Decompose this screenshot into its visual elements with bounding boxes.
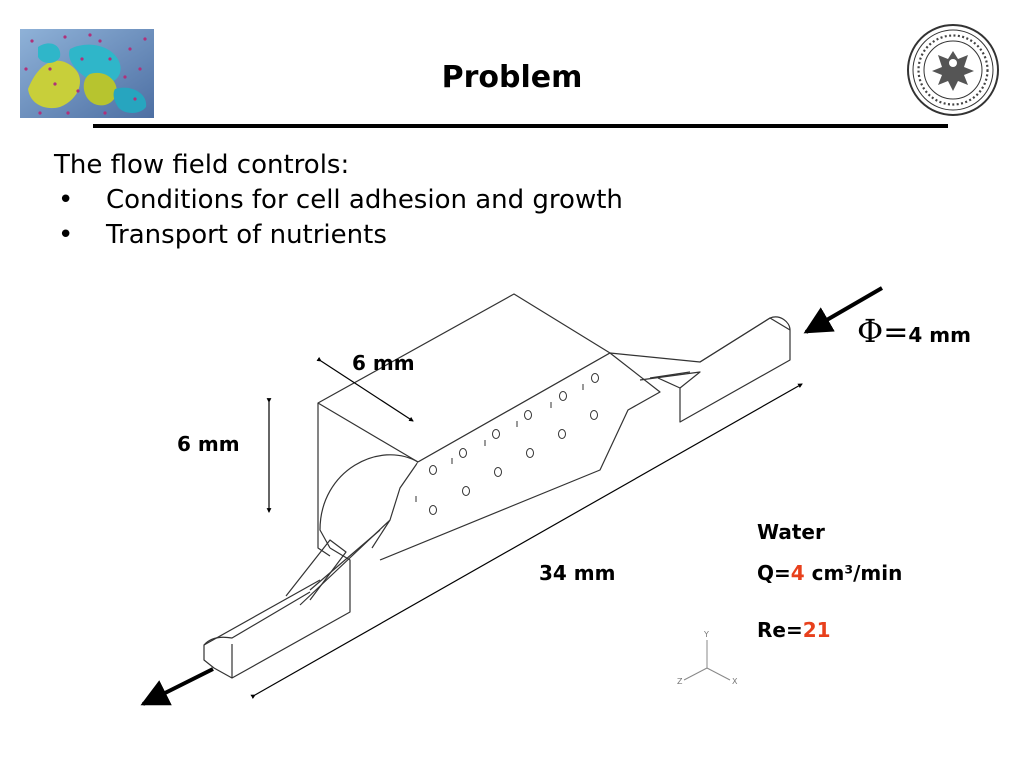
flow-rate-label: Q=4 cm³/min [757,561,902,585]
title-divider [93,124,948,128]
body-text: The flow field controls: • Conditions fo… [54,148,623,253]
slide-title: Problem [441,60,583,95]
flow-rate-prefix: Q= [757,561,791,585]
bullet-item: • Transport of nutrients [54,218,623,253]
reynolds-prefix: Re= [757,618,803,642]
reynolds-value: 21 [802,618,831,642]
diameter-label: Φ=4 mm [857,312,971,350]
width-dimension-label: 6 mm [352,351,415,375]
bullet-marker: • [58,220,74,250]
diameter-value: 4 mm [908,323,971,347]
bullet-marker: • [58,185,74,215]
diameter-symbol: Φ [857,312,884,350]
axis-y-label: Y [703,630,709,639]
fluid-label: Water [757,520,825,544]
bullet-item: • Conditions for cell adhesion and growt… [54,183,623,218]
bullet-text: Conditions for cell adhesion and growth [106,185,623,215]
axis-z-label: Z [677,677,683,686]
height-dimension-label: 6 mm [177,432,240,456]
flow-simulation-image [20,29,154,118]
axis-x-label: X [732,677,738,686]
length-dimension-label: 34 mm [539,561,616,585]
reynolds-label: Re=21 [757,618,831,642]
bullet-text: Transport of nutrients [106,220,387,250]
intro-text: The flow field controls: [54,150,350,180]
diameter-equals: = [883,315,909,350]
flow-rate-unit: cm³/min [804,561,903,585]
flow-rate-value: 4 [790,561,805,585]
axis-triad [683,640,731,681]
university-seal-icon [907,24,999,116]
